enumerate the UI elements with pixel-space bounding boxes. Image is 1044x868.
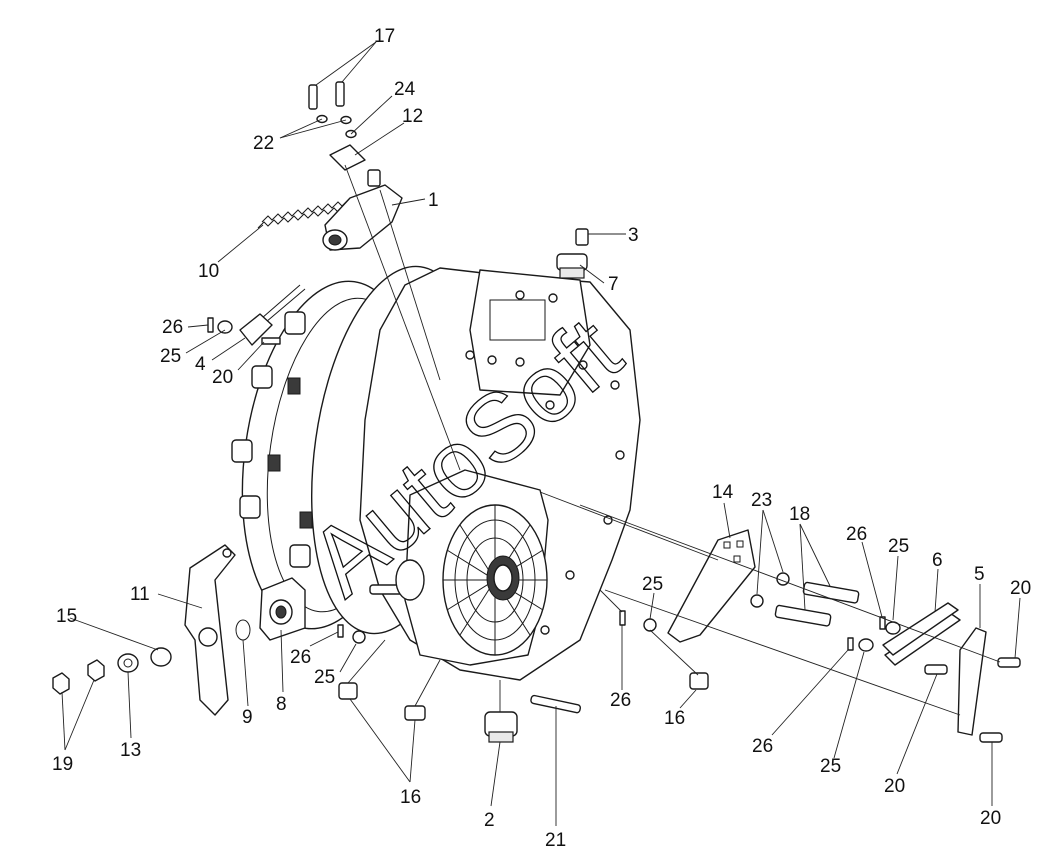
- callout-25-mid: 25: [642, 574, 663, 595]
- callout-26-mid: 26: [610, 690, 631, 711]
- callout-20-right-bottom: 20: [980, 808, 1001, 829]
- flange-bolts: [231, 311, 313, 568]
- callout-11: 11: [130, 584, 150, 605]
- bottom-parts: [484, 694, 582, 743]
- callout-23: 23: [751, 490, 772, 511]
- callout-17: 17: [374, 26, 395, 47]
- callout-16-bottom: 16: [400, 787, 421, 808]
- callout-labels: 1 2 3 4 5 6 7 8 9 10 11 12 13 14 15 16 1…: [52, 26, 1031, 851]
- callout-18: 18: [789, 504, 810, 525]
- callout-6: 6: [932, 550, 943, 571]
- right-bracket-assembly: [619, 529, 1021, 743]
- callout-26-right-low: 26: [752, 736, 773, 757]
- callout-7: 7: [608, 274, 619, 295]
- callout-15: 15: [56, 606, 77, 627]
- main-housing: [231, 265, 641, 681]
- callout-20-right-mid: 20: [884, 776, 905, 797]
- callout-4: 4: [195, 354, 206, 375]
- callout-25-top: 25: [160, 346, 181, 367]
- callout-16-right: 16: [664, 708, 685, 729]
- top-lever-assembly: [207, 81, 403, 346]
- plug-assembly: [556, 228, 589, 279]
- callout-5: 5: [974, 564, 985, 585]
- callout-2: 2: [484, 810, 495, 831]
- callout-26-right-top: 26: [846, 524, 867, 545]
- callout-19: 19: [52, 754, 73, 775]
- left-lever-parts: [52, 544, 426, 721]
- housing-holes: [465, 290, 625, 635]
- callout-13: 13: [120, 740, 141, 761]
- callout-26-left: 26: [290, 647, 311, 668]
- callout-20-right-top: 20: [1010, 578, 1031, 599]
- leader-lines: [61, 41, 1021, 826]
- callout-12: 12: [402, 106, 423, 127]
- callout-10: 10: [198, 261, 219, 282]
- callout-20-top: 20: [212, 367, 233, 388]
- callout-21: 21: [545, 830, 566, 851]
- callout-14: 14: [712, 482, 734, 503]
- callout-8: 8: [276, 694, 287, 715]
- callout-24: 24: [394, 79, 416, 100]
- grille-disk: [442, 504, 548, 656]
- callout-26-top: 26: [162, 317, 183, 338]
- callout-25-left: 25: [314, 667, 335, 688]
- callout-22: 22: [253, 133, 274, 154]
- callout-9: 9: [242, 707, 253, 728]
- callout-25-right-top: 25: [888, 536, 909, 557]
- callout-25-right-low: 25: [820, 756, 841, 777]
- callout-3: 3: [628, 225, 639, 246]
- callout-1: 1: [428, 190, 439, 211]
